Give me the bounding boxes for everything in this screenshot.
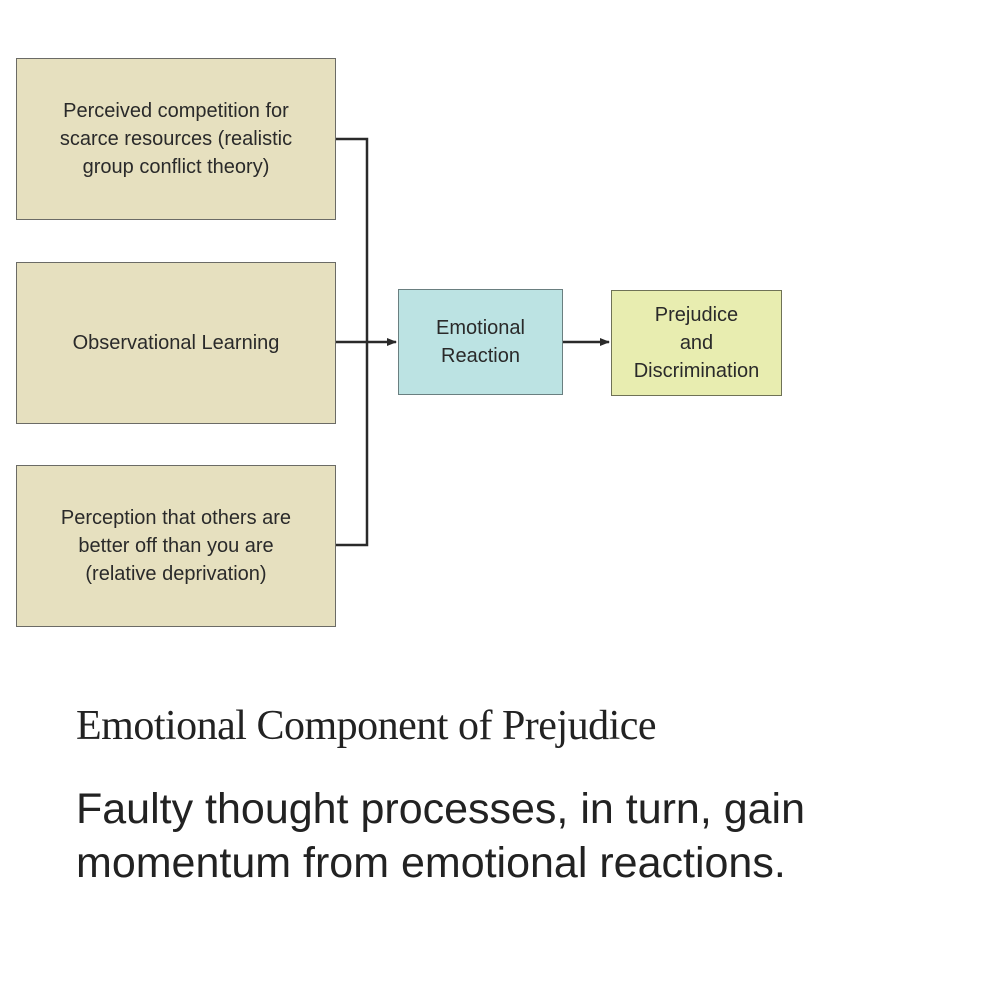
cause-label: Perception that others are better off th… <box>60 507 292 585</box>
emotional-reaction-box: Emotional Reaction <box>398 289 563 395</box>
connector-cause1 <box>336 137 369 342</box>
caption-body: Faulty thought processes, in turn, gain … <box>76 785 806 887</box>
cause-box-observational-learning: Observational Learning <box>16 262 336 424</box>
cause-box-relative-deprivation: Perception that others are better off th… <box>16 465 336 627</box>
cause-box-realistic-conflict: Perceived competition for scarce resourc… <box>16 58 336 220</box>
cause-label: Perceived competition for scarce resourc… <box>59 100 293 178</box>
connector-cause3 <box>336 342 369 547</box>
prejudice-discrimination-label: Prejudice and Discrimination <box>633 304 760 382</box>
emotional-reaction-label: Emotional Reaction <box>436 317 525 367</box>
caption-title: Emotional Component of Prejudice <box>76 703 657 749</box>
prejudice-discrimination-box: Prejudice and Discrimination <box>611 290 782 396</box>
cause-label: Observational Learning <box>72 332 280 354</box>
